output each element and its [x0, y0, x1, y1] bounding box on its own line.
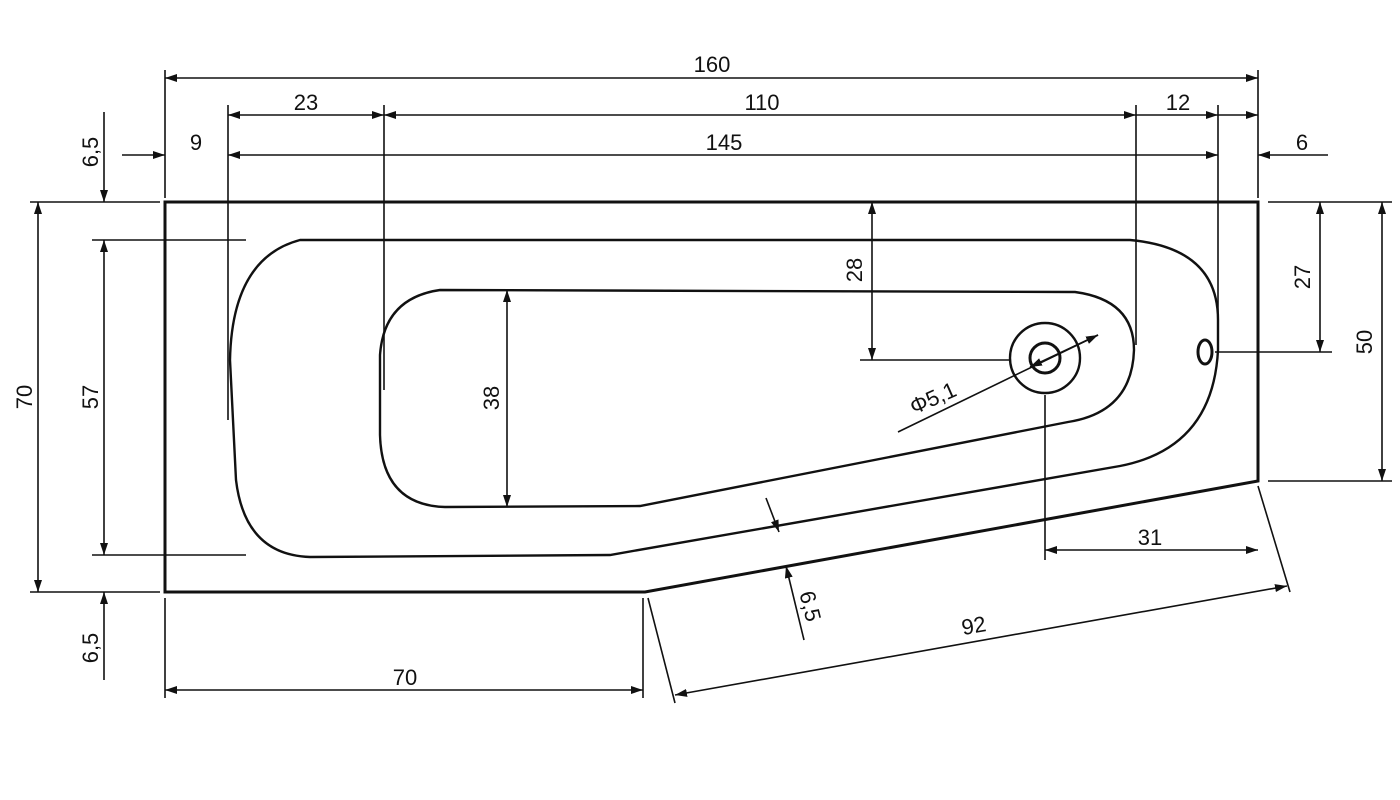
tub-outer-outline — [163, 200, 1260, 594]
tub-rim-inner-contour — [228, 238, 1220, 559]
label-drain-diameter: Φ5,1 — [906, 377, 960, 419]
label-57: 57 — [78, 385, 103, 409]
label-92: 92 — [959, 611, 987, 640]
dim-line-diameter-inner — [1029, 334, 1099, 368]
label-160: 160 — [694, 52, 731, 77]
label-6: 6 — [1296, 130, 1308, 155]
label-top-6-5: 6,5 — [78, 137, 103, 168]
dim-line-92 — [674, 584, 1288, 697]
dim-line-rim-6-5-top — [765, 497, 780, 533]
drain-inner-hole — [1028, 341, 1062, 375]
dimension-lines — [34, 74, 1386, 697]
label-23: 23 — [294, 90, 318, 115]
label-9: 9 — [190, 130, 202, 155]
drain-fitting — [1008, 321, 1082, 395]
label-145: 145 — [706, 130, 743, 155]
label-bottom-6-5: 6,5 — [78, 633, 103, 664]
extension-lines — [30, 70, 1392, 704]
label-50: 50 — [1352, 330, 1377, 354]
overflow-hole — [1196, 338, 1214, 366]
label-12: 12 — [1166, 90, 1190, 115]
label-38: 38 — [479, 386, 504, 410]
label-70-bottom: 70 — [393, 665, 417, 690]
label-28: 28 — [842, 258, 867, 282]
label-70-height: 70 — [12, 385, 37, 409]
label-27: 27 — [1290, 265, 1315, 289]
label-110: 110 — [744, 90, 779, 115]
dim-line-rim-6-5-bottom — [784, 565, 805, 641]
dimension-labels: 160 23 110 12 9 145 6 70 57 6,5 6,5 38 2… — [12, 52, 1377, 690]
label-31: 31 — [1138, 525, 1162, 550]
